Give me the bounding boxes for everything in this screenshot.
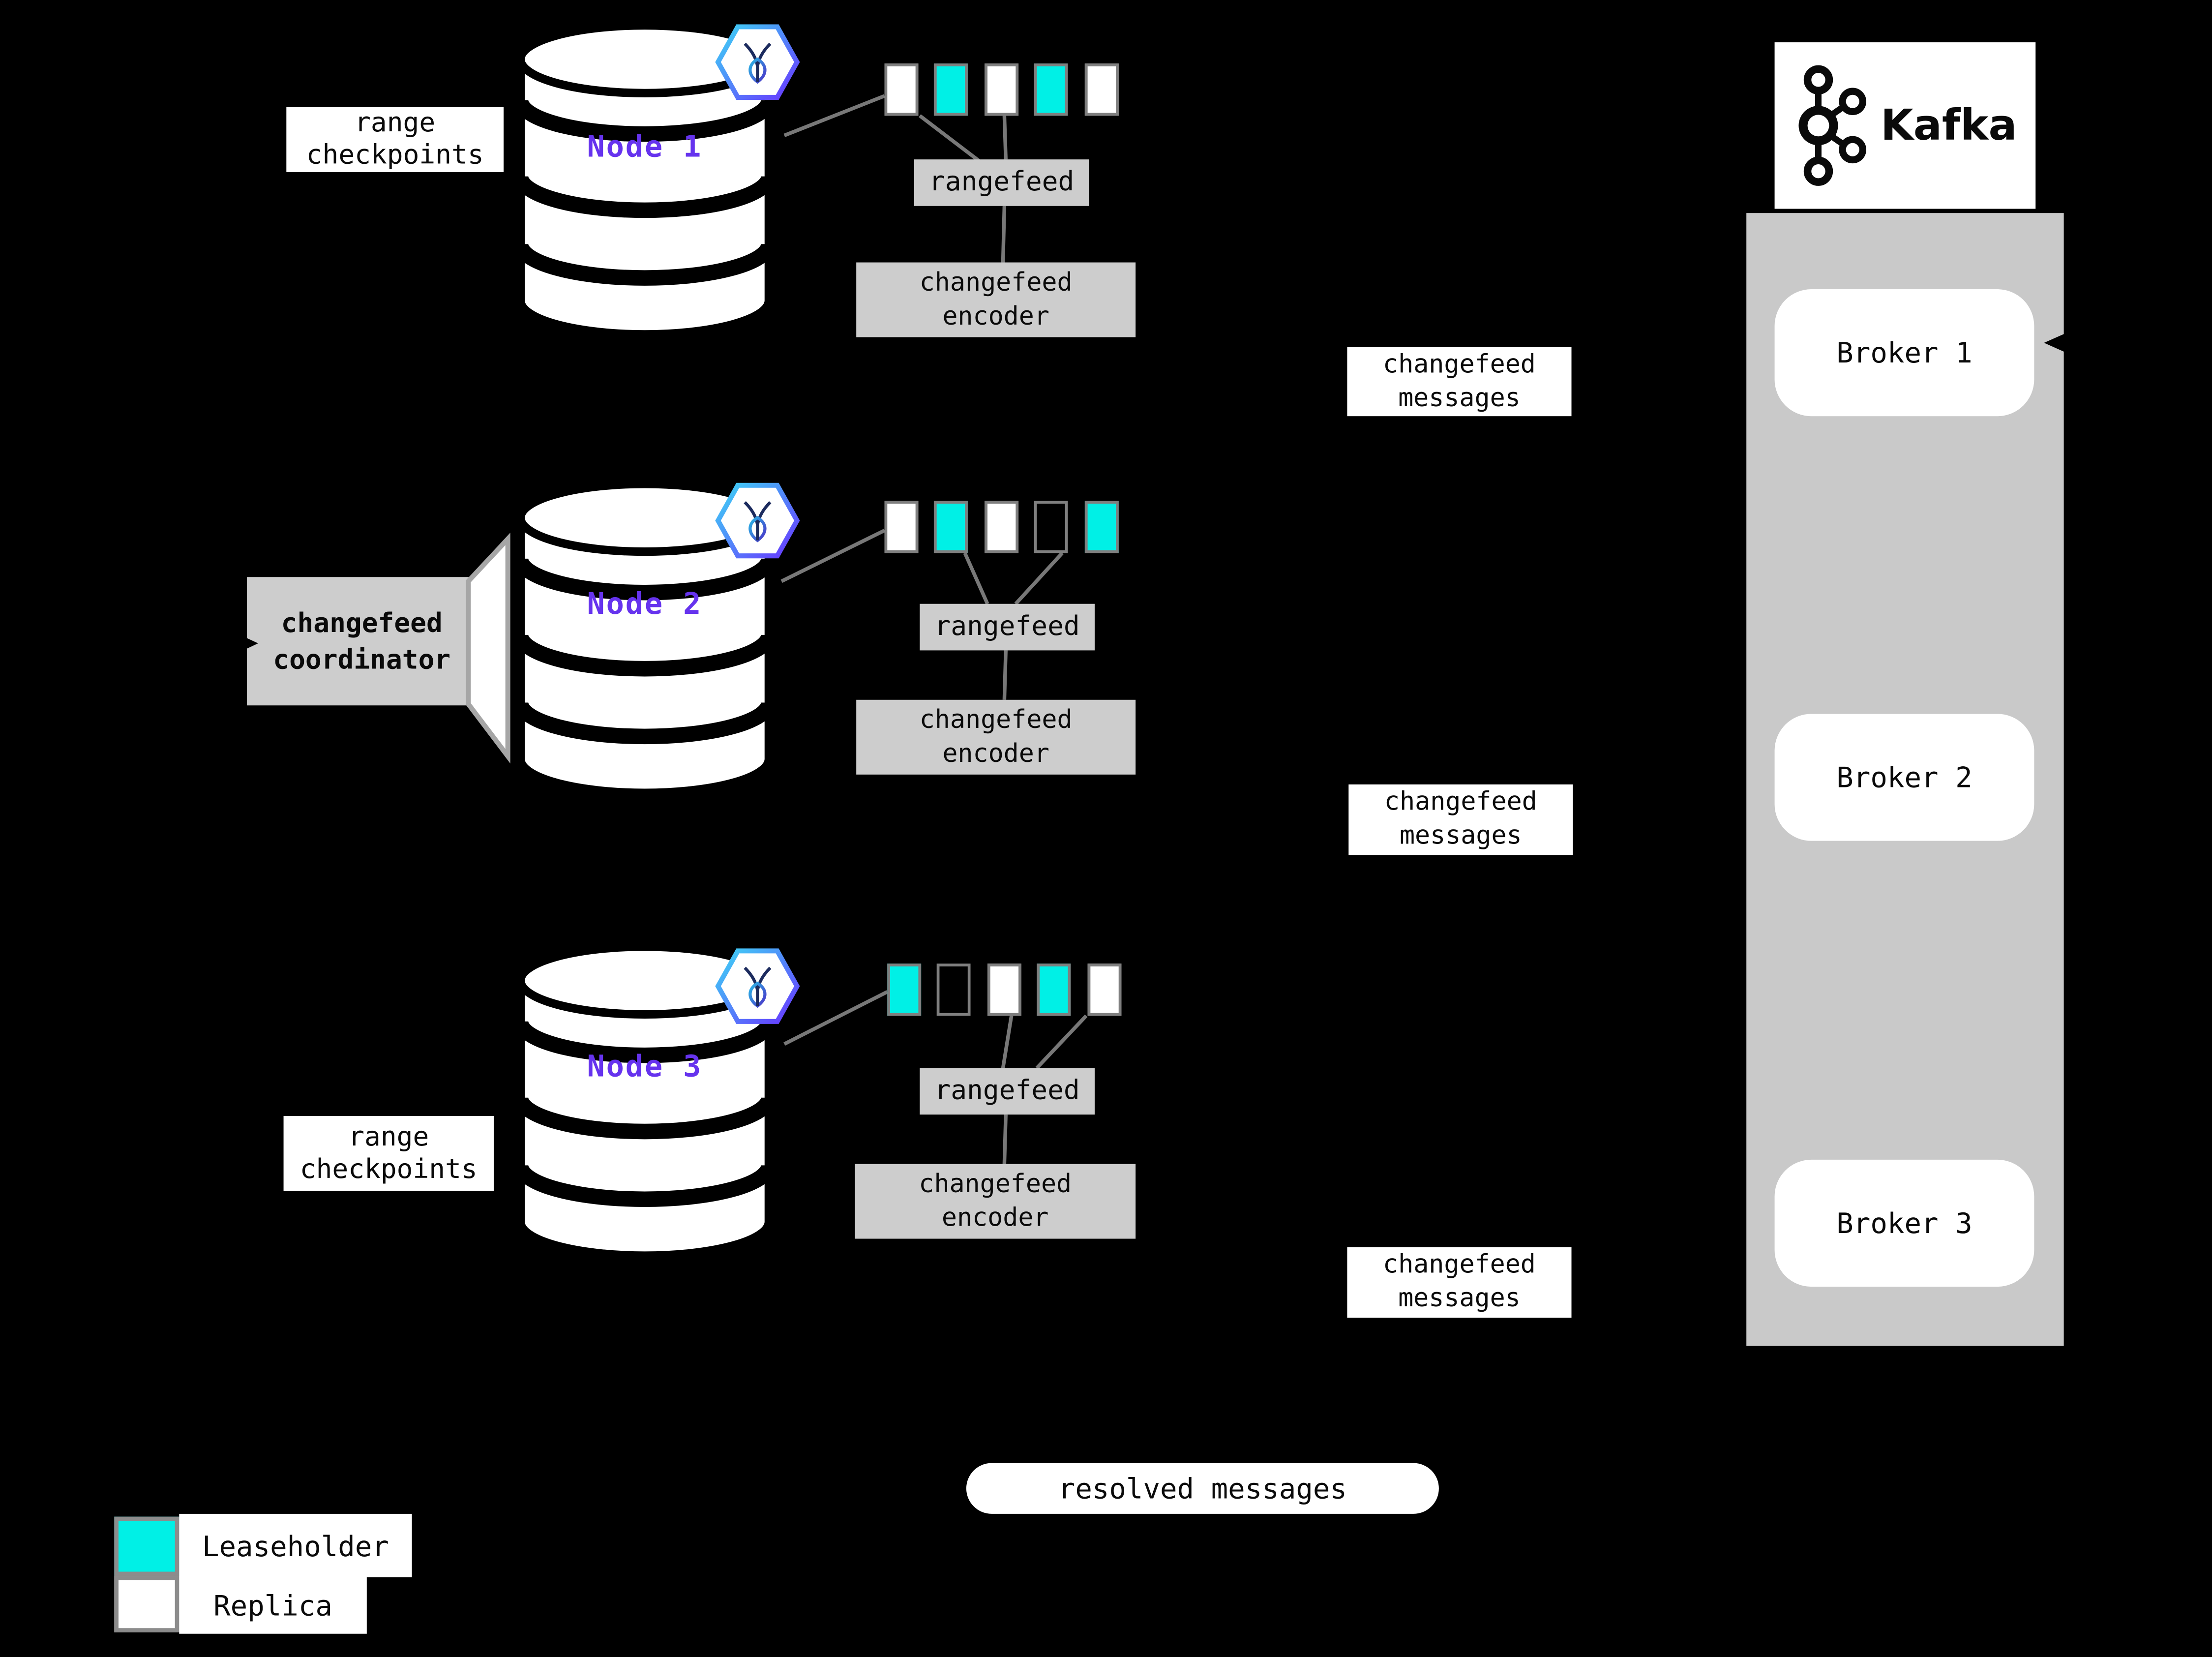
node2-changefeed-encoder-box: changefeed encoder	[856, 699, 1136, 775]
range-checkpoints-label-top: range checkpoints	[286, 107, 504, 172]
kafka-logo-box: Kafka	[1774, 42, 2036, 209]
range-checkpoints-label-bottom: range checkpoints	[283, 1115, 494, 1191]
node1-range-4	[1034, 63, 1068, 116]
node2-range-2	[933, 501, 968, 553]
node3-cockroachdb-icon	[718, 951, 797, 1021]
node1-range-3	[985, 63, 1019, 116]
changefeed-messages-label-2: changefeed messages	[1348, 784, 1573, 855]
node2-range-1	[884, 501, 919, 553]
broker-2: Broker 2	[1774, 714, 2034, 841]
legend-replica-swatch	[114, 1576, 179, 1632]
node2-range-3	[985, 501, 1019, 553]
connector-lines	[780, 94, 1088, 1164]
node2-range-4	[1034, 501, 1068, 553]
node1-rangefeed-box: rangefeed	[914, 159, 1089, 206]
node1-range-2	[933, 63, 968, 116]
node2-label: Node 2	[587, 587, 703, 621]
changefeed-coordinator-box: changefeed coordinator	[246, 577, 477, 706]
node3-range-5	[1087, 964, 1122, 1016]
changefeed-messages-label-1: changefeed messages	[1347, 347, 1572, 417]
node3-range-4	[1037, 964, 1071, 1016]
node3-range-3	[987, 964, 1021, 1016]
changefeed-messages-label-3: changefeed messages	[1347, 1247, 1572, 1318]
node3-range-2	[936, 964, 971, 1016]
node3-changefeed-encoder-box: changefeed encoder	[855, 1164, 1136, 1239]
node1-cockroachdb-icon	[718, 27, 797, 97]
node3-label: Node 3	[587, 1050, 703, 1084]
broker-1-label: Broker 1	[1836, 335, 1973, 370]
broker-3-label: Broker 3	[1836, 1206, 1973, 1240]
node1-range-5	[1084, 63, 1119, 116]
node3-range-1	[887, 964, 922, 1016]
resolved-messages-pill: resolved messages	[966, 1463, 1439, 1514]
node1-label: Node 1	[587, 129, 703, 164]
broker-2-label: Broker 2	[1836, 760, 1973, 794]
kafka-logo-text: Kafka	[1881, 101, 2017, 151]
node1-range-1	[884, 63, 919, 116]
node2-cockroachdb-icon	[718, 485, 797, 556]
node2-range-5	[1084, 501, 1119, 553]
kafka-logo-icon	[1798, 65, 1867, 186]
broker-1: Broker 1	[1774, 289, 2034, 417]
legend-leaseholder-label: Leaseholder	[179, 1513, 412, 1577]
legend-leaseholder-swatch	[114, 1516, 179, 1576]
node3-rangefeed-box: rangefeed	[920, 1068, 1095, 1115]
broker-3: Broker 3	[1774, 1159, 2034, 1287]
legend-replica-label: Replica	[179, 1577, 367, 1634]
node2-rangefeed-box: rangefeed	[920, 603, 1095, 651]
node1-changefeed-encoder-box: changefeed encoder	[856, 262, 1136, 337]
